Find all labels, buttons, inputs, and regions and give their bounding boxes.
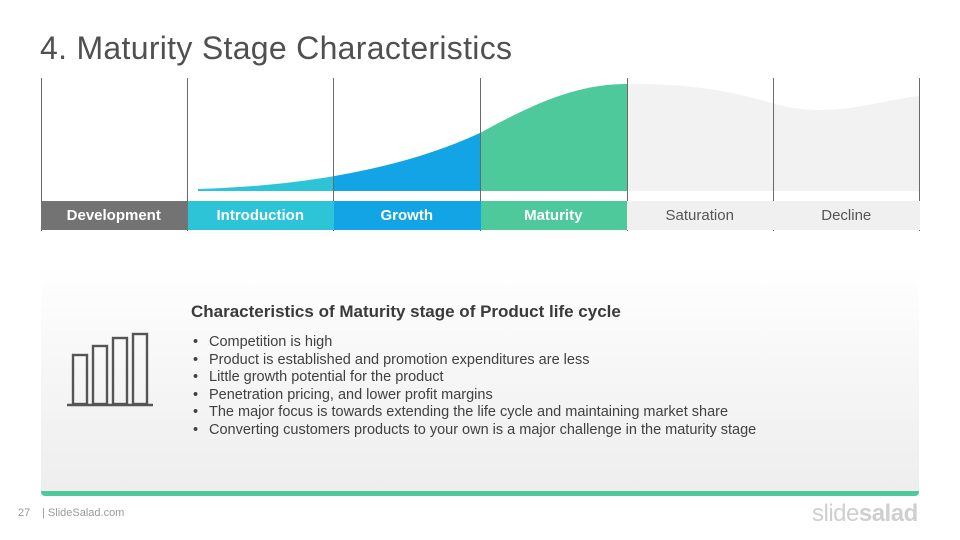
characteristics-panel: Characteristics of Maturity stage of Pro… bbox=[41, 265, 919, 496]
logo-part-slide: slide bbox=[812, 500, 859, 527]
panel-heading: Characteristics of Maturity stage of Pro… bbox=[191, 302, 621, 321]
characteristics-list: Competition is high Product is establish… bbox=[191, 334, 756, 440]
logo-part-salad: salad bbox=[858, 500, 918, 527]
maturity-area bbox=[481, 84, 628, 191]
list-item: Competition is high bbox=[191, 334, 756, 352]
stage-bar: Development Introduction Growth Maturity… bbox=[41, 201, 920, 230]
stage-development: Development bbox=[41, 201, 188, 230]
list-item: Converting customers products to your ow… bbox=[191, 422, 756, 440]
stage-maturity: Maturity bbox=[480, 201, 627, 230]
decline-area bbox=[775, 96, 920, 191]
list-item: The major focus is towards extending the… bbox=[191, 404, 756, 422]
stage-saturation: Saturation bbox=[627, 201, 774, 230]
stage-growth: Growth bbox=[334, 201, 481, 230]
slide-title: 4. Maturity Stage Characteristics bbox=[40, 30, 513, 66]
footer-site: | SlideSalad.com bbox=[42, 507, 125, 519]
list-item: Product is established and promotion exp… bbox=[191, 352, 756, 370]
saturation-area bbox=[628, 84, 775, 191]
bar-chart-icon bbox=[67, 332, 153, 407]
slidesalad-logo: slidesalad bbox=[812, 500, 918, 528]
introduction-area bbox=[198, 176, 334, 191]
stage-decline: Decline bbox=[773, 201, 920, 230]
list-item: Penetration pricing, and lower profit ma… bbox=[191, 387, 756, 405]
page-number: 27 bbox=[18, 507, 31, 519]
list-item: Little growth potential for the product bbox=[191, 369, 756, 387]
stage-introduction: Introduction bbox=[187, 201, 334, 230]
growth-area bbox=[334, 132, 481, 191]
